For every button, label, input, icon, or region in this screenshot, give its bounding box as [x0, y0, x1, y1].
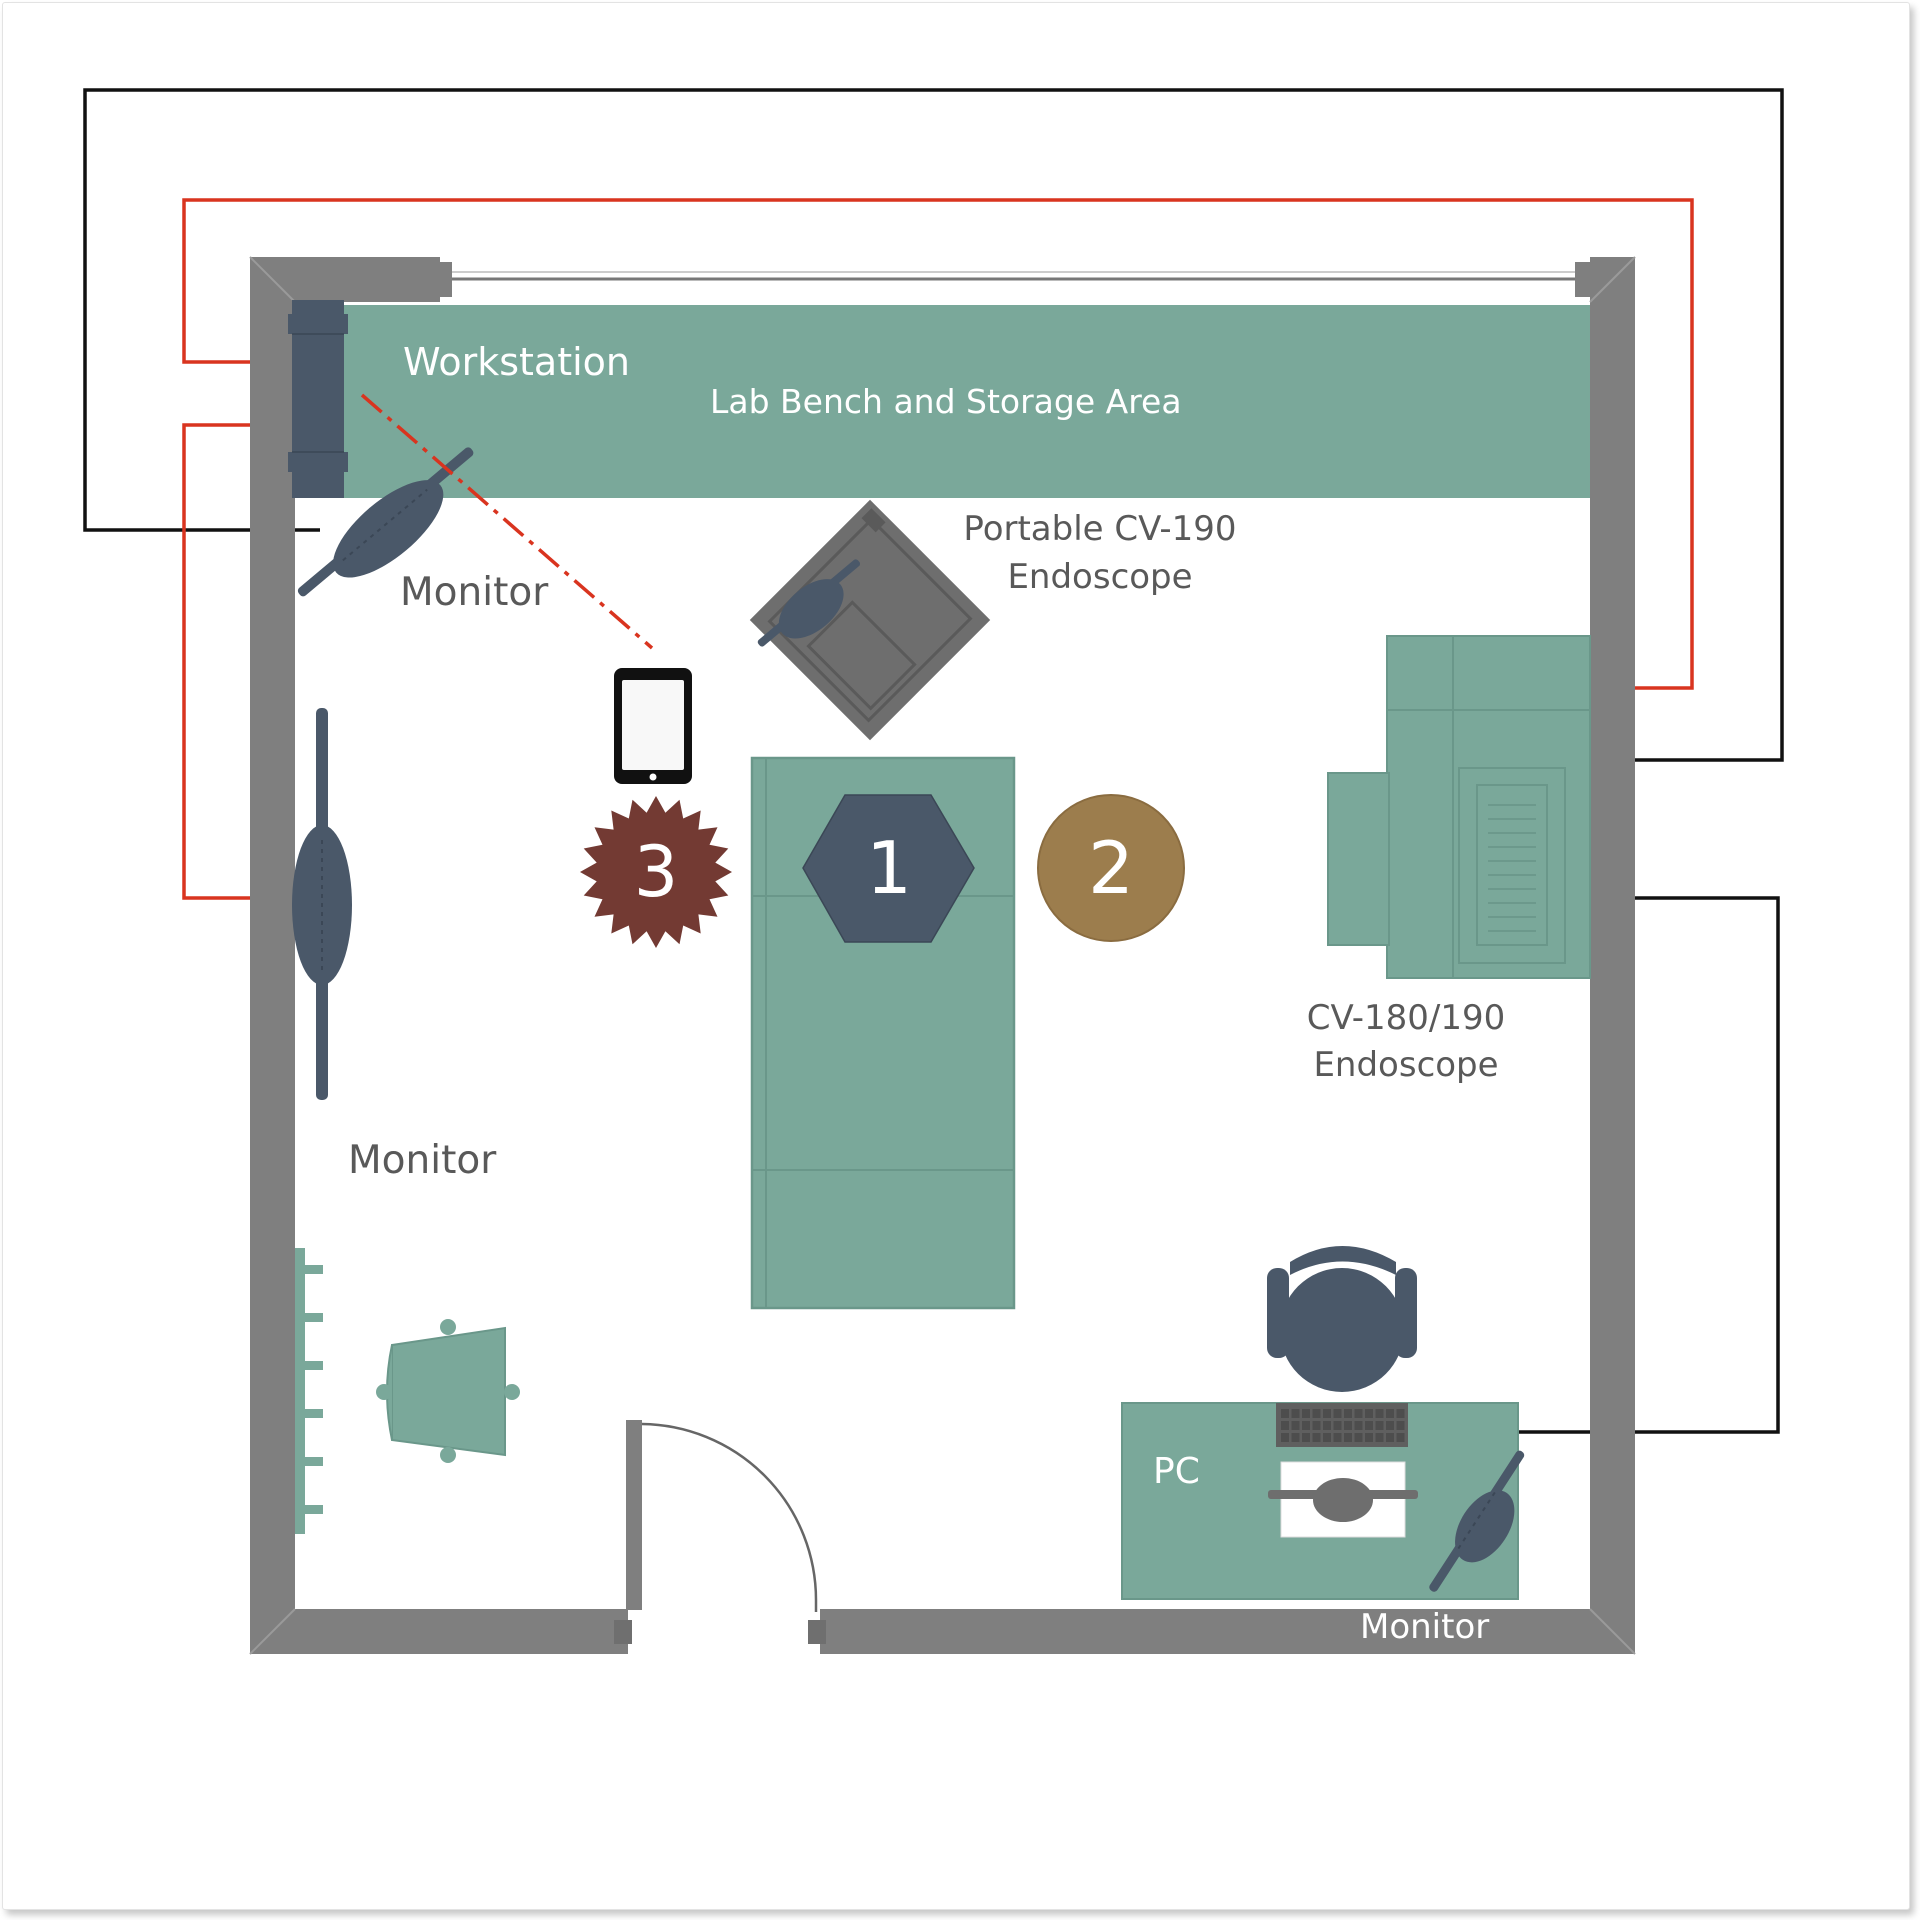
monitor-bottom-label: Monitor [1360, 1607, 1489, 1647]
monitor-bottom[interactable] [1419, 1444, 1550, 1609]
monitor-top-label: Monitor [400, 570, 549, 615]
marker-3-starburst[interactable]: 3 [580, 796, 732, 948]
room-walls [249, 256, 1636, 1655]
red-cable-left[interactable] [182, 423, 292, 900]
monitor-left[interactable] [292, 708, 352, 1100]
lab-bench[interactable]: Workstation Lab Bench and Storage Area [295, 305, 1590, 498]
pc-label: PC [1153, 1451, 1200, 1492]
red-cable-top[interactable] [182, 198, 1694, 690]
workstation-unit[interactable] [288, 300, 348, 498]
monitor-left-label: Monitor [348, 1138, 497, 1183]
portable-endoscope-label-2: Endoscope [1007, 557, 1192, 597]
cv180-190-endoscope[interactable] [1327, 635, 1591, 979]
window [452, 271, 1575, 281]
marker-2-circle[interactable]: 2 [1037, 794, 1185, 942]
cv-endoscope-label-2: Endoscope [1313, 1045, 1498, 1085]
office-chair-icon[interactable] [1267, 1246, 1417, 1392]
marker-2-label: 2 [1088, 826, 1134, 910]
marker-1-label: 1 [866, 826, 912, 910]
tablet-icon[interactable] [614, 668, 692, 784]
pc-monitor [1268, 1461, 1418, 1538]
cv-endoscope-label-1: CV-180/190 [1307, 998, 1506, 1038]
monitor-top[interactable] [286, 433, 494, 621]
keyboard-icon [1276, 1403, 1408, 1447]
wireless-link-line [360, 393, 654, 650]
wall-shelf [295, 1248, 323, 1534]
marker-1-hexagon[interactable]: 1 [802, 794, 975, 943]
black-cable-top[interactable] [83, 88, 1784, 762]
portable-endoscope-label-1: Portable CV-190 [963, 509, 1236, 549]
workstation-label: Workstation [403, 340, 630, 384]
door-swing-icon [641, 1422, 818, 1601]
portable-endoscope-monitor [757, 559, 861, 647]
lab-bench-label: Lab Bench and Storage Area [710, 382, 1182, 421]
side-chair[interactable] [376, 1319, 520, 1463]
portable-cv190-endoscope[interactable] [749, 499, 991, 741]
door[interactable] [612, 1420, 826, 1654]
marker-3-label: 3 [634, 831, 679, 913]
